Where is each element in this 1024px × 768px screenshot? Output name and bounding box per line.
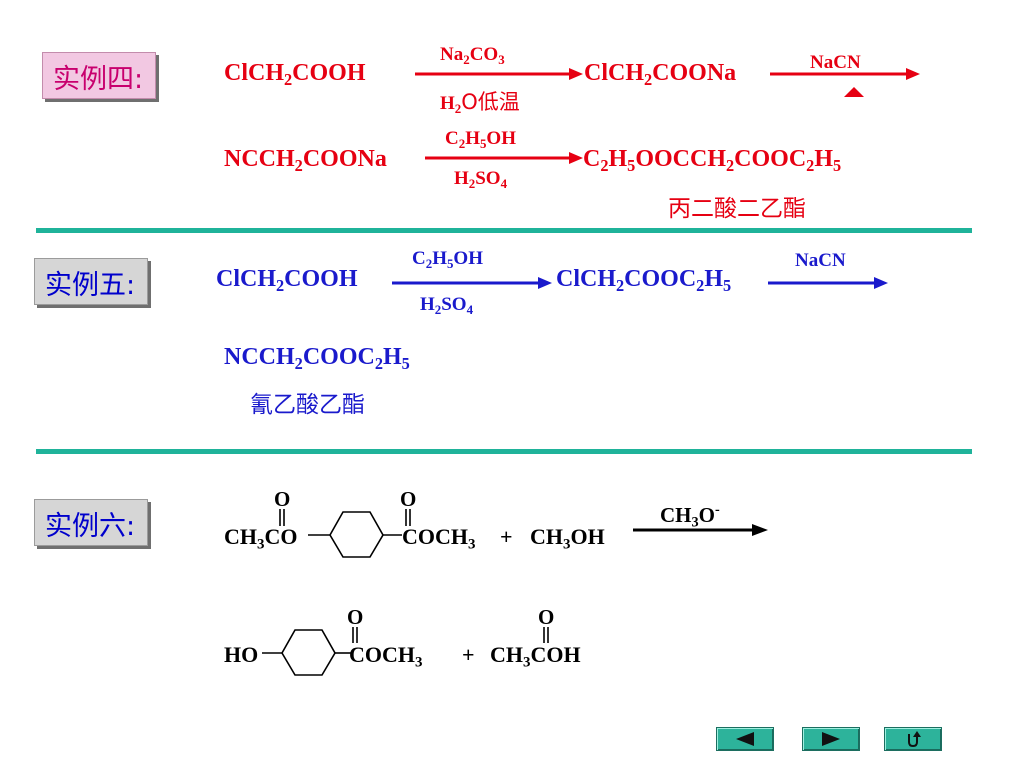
triangle-right-icon xyxy=(822,732,840,746)
ex4-arrow1 xyxy=(415,68,583,80)
ex4-arrow3-reagent-top: C2H5OH xyxy=(445,128,516,151)
ex4-line2-reactant: NCCH2COONa xyxy=(224,146,387,175)
ex6-product-ester-group: COCH3 xyxy=(349,642,423,671)
ex4-arrow1-reagent-bottom: H2O低温 xyxy=(440,90,520,116)
ex4-arrow3-reagent-bottom: H2SO4 xyxy=(454,168,508,191)
ex4-arrow3 xyxy=(425,152,583,164)
next-button[interactable] xyxy=(802,727,860,751)
return-button[interactable] xyxy=(884,727,942,751)
ex5-arrow2-reagent: NaCN xyxy=(795,250,846,271)
ex4-reactant: ClCH2COOH xyxy=(224,60,366,89)
ex5-product1: ClCH2COOC2H5 xyxy=(556,266,732,295)
ex4-product2: C2H5OOCCH2COOC2H5 xyxy=(583,146,842,175)
ex6-catalyst: CH3O- xyxy=(660,502,720,531)
ex5-arrow2 xyxy=(768,277,888,289)
ex5-arrow1-reagent-top: C2H5OH xyxy=(412,248,483,271)
ex4-product2-name: 丙二酸二乙酯 xyxy=(668,196,806,222)
ex5-arrow1-reagent-bottom: H2SO4 xyxy=(420,294,474,317)
prev-button[interactable] xyxy=(716,727,774,751)
example-5-label: 实例五: xyxy=(34,258,149,305)
ex6-plus-2: + xyxy=(462,642,475,667)
ex6-carbonyl-oxygen-2: O xyxy=(400,487,417,511)
triangle-left-icon xyxy=(736,732,754,746)
ex4-product1: ClCH2COONa xyxy=(584,60,737,89)
ex5-arrow1 xyxy=(392,277,552,289)
divider-2 xyxy=(36,449,972,454)
ex6-acetic-acid: CH3COH xyxy=(490,642,581,671)
ex6-acetoxy-group: CH3CO xyxy=(224,524,298,553)
divider-1 xyxy=(36,228,972,233)
ex4-arrow2-reagent: NaCN xyxy=(810,52,861,73)
ex6-carbonyl-oxygen-1: O xyxy=(274,487,291,511)
example-6-label: 实例六: xyxy=(34,499,149,546)
ex5-reactant: ClCH2COOH xyxy=(216,266,358,295)
ex5-product2: NCCH2COOC2H5 xyxy=(224,344,410,373)
ex5-product2-name: 氰乙酸乙酯 xyxy=(250,392,365,418)
ex4-arrow2 xyxy=(770,68,920,80)
ex6-plus-1: + xyxy=(500,524,513,549)
example-4-label: 实例四: xyxy=(42,52,157,99)
caret-up-icon xyxy=(844,87,864,97)
ex4-arrow1-reagent-top: Na2CO3 xyxy=(440,44,505,67)
ex6-carbonyl-oxygen-4: O xyxy=(538,605,555,629)
return-icon xyxy=(908,731,921,748)
ex6-ester-group: COCH3 xyxy=(402,524,476,553)
ex6-carbonyl-oxygen-3: O xyxy=(347,605,364,629)
ex6-methanol: CH3OH xyxy=(530,524,605,553)
ex6-hydroxy-group: HO xyxy=(224,642,259,667)
